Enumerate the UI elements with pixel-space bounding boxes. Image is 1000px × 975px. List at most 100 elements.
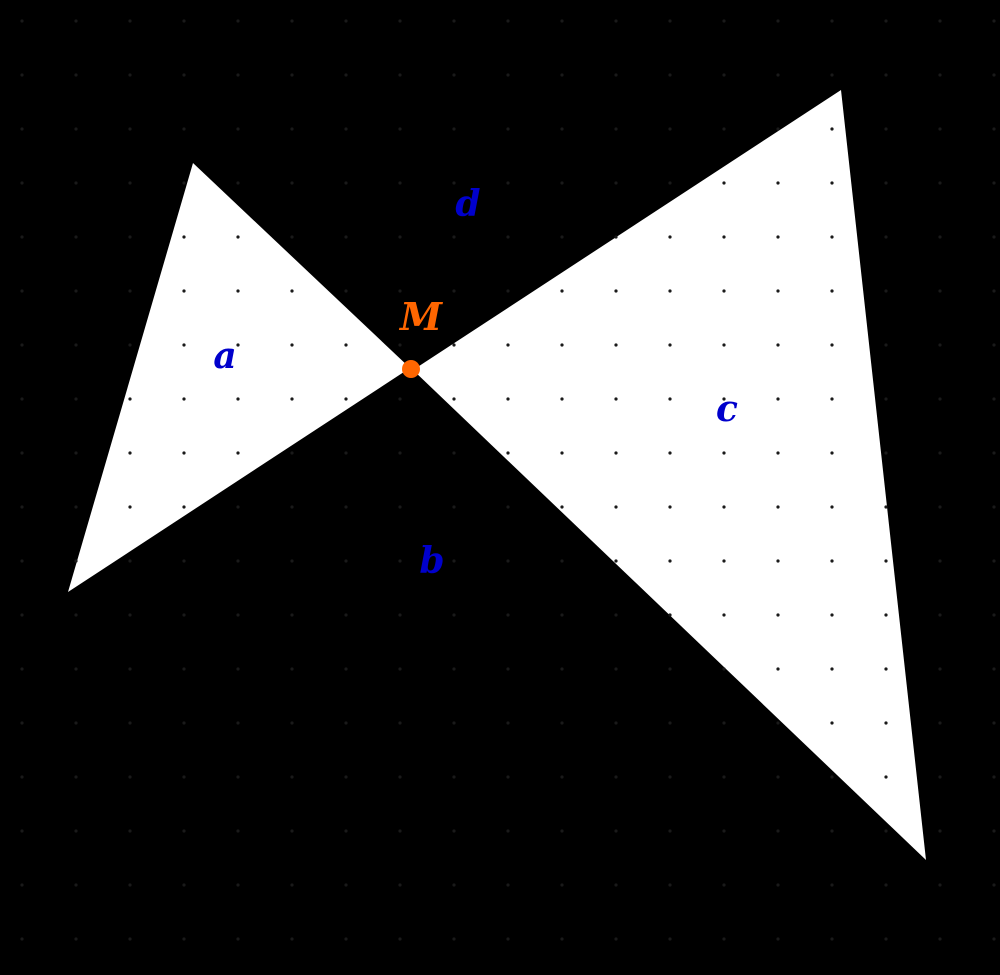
grid-dot: [20, 289, 24, 293]
grid-dot: [20, 721, 24, 725]
grid-dot: [668, 613, 672, 617]
grid-dot: [938, 559, 942, 563]
grid-dot: [452, 559, 456, 563]
grid-dot: [884, 505, 888, 509]
grid-dot: [668, 505, 672, 509]
grid-dot: [560, 397, 564, 401]
grid-dot: [830, 667, 834, 671]
grid-dot: [776, 73, 780, 77]
grid-dot: [398, 829, 402, 833]
grid-dot: [884, 451, 888, 455]
grid-dot: [128, 883, 132, 887]
grid-dot: [452, 775, 456, 779]
grid-dot: [992, 613, 996, 617]
grid-dot: [74, 775, 78, 779]
grid-dot: [398, 613, 402, 617]
grid-dot: [128, 397, 132, 401]
grid-dot: [830, 343, 834, 347]
grid-dot: [74, 181, 78, 185]
grid-dot: [290, 19, 294, 23]
grid-dot: [74, 289, 78, 293]
label-c: c: [716, 388, 738, 430]
grid-dot: [668, 343, 672, 347]
grid-dot: [506, 289, 510, 293]
grid-dot: [560, 127, 564, 131]
grid-dot: [398, 505, 402, 509]
grid-dot: [938, 721, 942, 725]
grid-dot: [344, 721, 348, 725]
grid-dot: [182, 127, 186, 131]
grid-dot: [884, 883, 888, 887]
grid-dot: [776, 127, 780, 131]
grid-dot: [722, 613, 726, 617]
grid-dot: [74, 19, 78, 23]
grid-dot: [992, 289, 996, 293]
grid-dot: [722, 451, 726, 455]
grid-dot: [560, 937, 564, 941]
grid-dot: [614, 829, 618, 833]
grid-dot: [560, 505, 564, 509]
grid-dot: [722, 937, 726, 941]
grid-dot: [182, 883, 186, 887]
grid-dot: [992, 829, 996, 833]
grid-dot: [668, 721, 672, 725]
grid-dot: [722, 73, 726, 77]
grid-dot: [722, 19, 726, 23]
grid-dot: [128, 505, 132, 509]
grid-dot: [938, 343, 942, 347]
grid-dot: [884, 181, 888, 185]
grid-dot: [398, 73, 402, 77]
grid-dot: [776, 397, 780, 401]
grid-dot: [290, 343, 294, 347]
grid-dot: [452, 829, 456, 833]
grid-dot: [398, 235, 402, 239]
grid-dot: [182, 73, 186, 77]
grid-dot: [20, 613, 24, 617]
grid-dot: [398, 19, 402, 23]
grid-dot: [560, 19, 564, 23]
grid-dot: [830, 937, 834, 941]
grid-dot: [830, 181, 834, 185]
grid-dot: [776, 505, 780, 509]
grid-dot: [236, 19, 240, 23]
grid-dot: [452, 343, 456, 347]
grid-dot: [722, 127, 726, 131]
grid-dot: [398, 289, 402, 293]
grid-dot: [344, 289, 348, 293]
grid-dot: [668, 451, 672, 455]
grid-dot: [506, 883, 510, 887]
grid-dot: [668, 829, 672, 833]
grid-dot: [506, 451, 510, 455]
grid-dot: [128, 613, 132, 617]
grid-dot: [452, 181, 456, 185]
grid-dot: [398, 883, 402, 887]
grid-dot: [344, 505, 348, 509]
grid-dot: [938, 289, 942, 293]
grid-dot: [74, 73, 78, 77]
grid-dot: [20, 883, 24, 887]
grid-dot: [614, 721, 618, 725]
grid-dot: [236, 829, 240, 833]
grid-dot: [74, 937, 78, 941]
grid-dot: [128, 937, 132, 941]
grid-dot: [452, 505, 456, 509]
grid-dot: [344, 397, 348, 401]
grid-dot: [290, 127, 294, 131]
grid-dot: [182, 505, 186, 509]
grid-dot: [398, 721, 402, 725]
grid-dot: [506, 397, 510, 401]
grid-dot: [452, 397, 456, 401]
grid-dot: [884, 235, 888, 239]
grid-dot: [128, 829, 132, 833]
grid-dot: [830, 775, 834, 779]
grid-dot: [290, 613, 294, 617]
grid-dot: [290, 451, 294, 455]
grid-dot: [830, 613, 834, 617]
grid-dot: [992, 559, 996, 563]
point-M-dot: [402, 360, 420, 378]
grid-dot: [236, 73, 240, 77]
grid-dot: [938, 505, 942, 509]
grid-dot: [128, 73, 132, 77]
grid-dot: [668, 127, 672, 131]
